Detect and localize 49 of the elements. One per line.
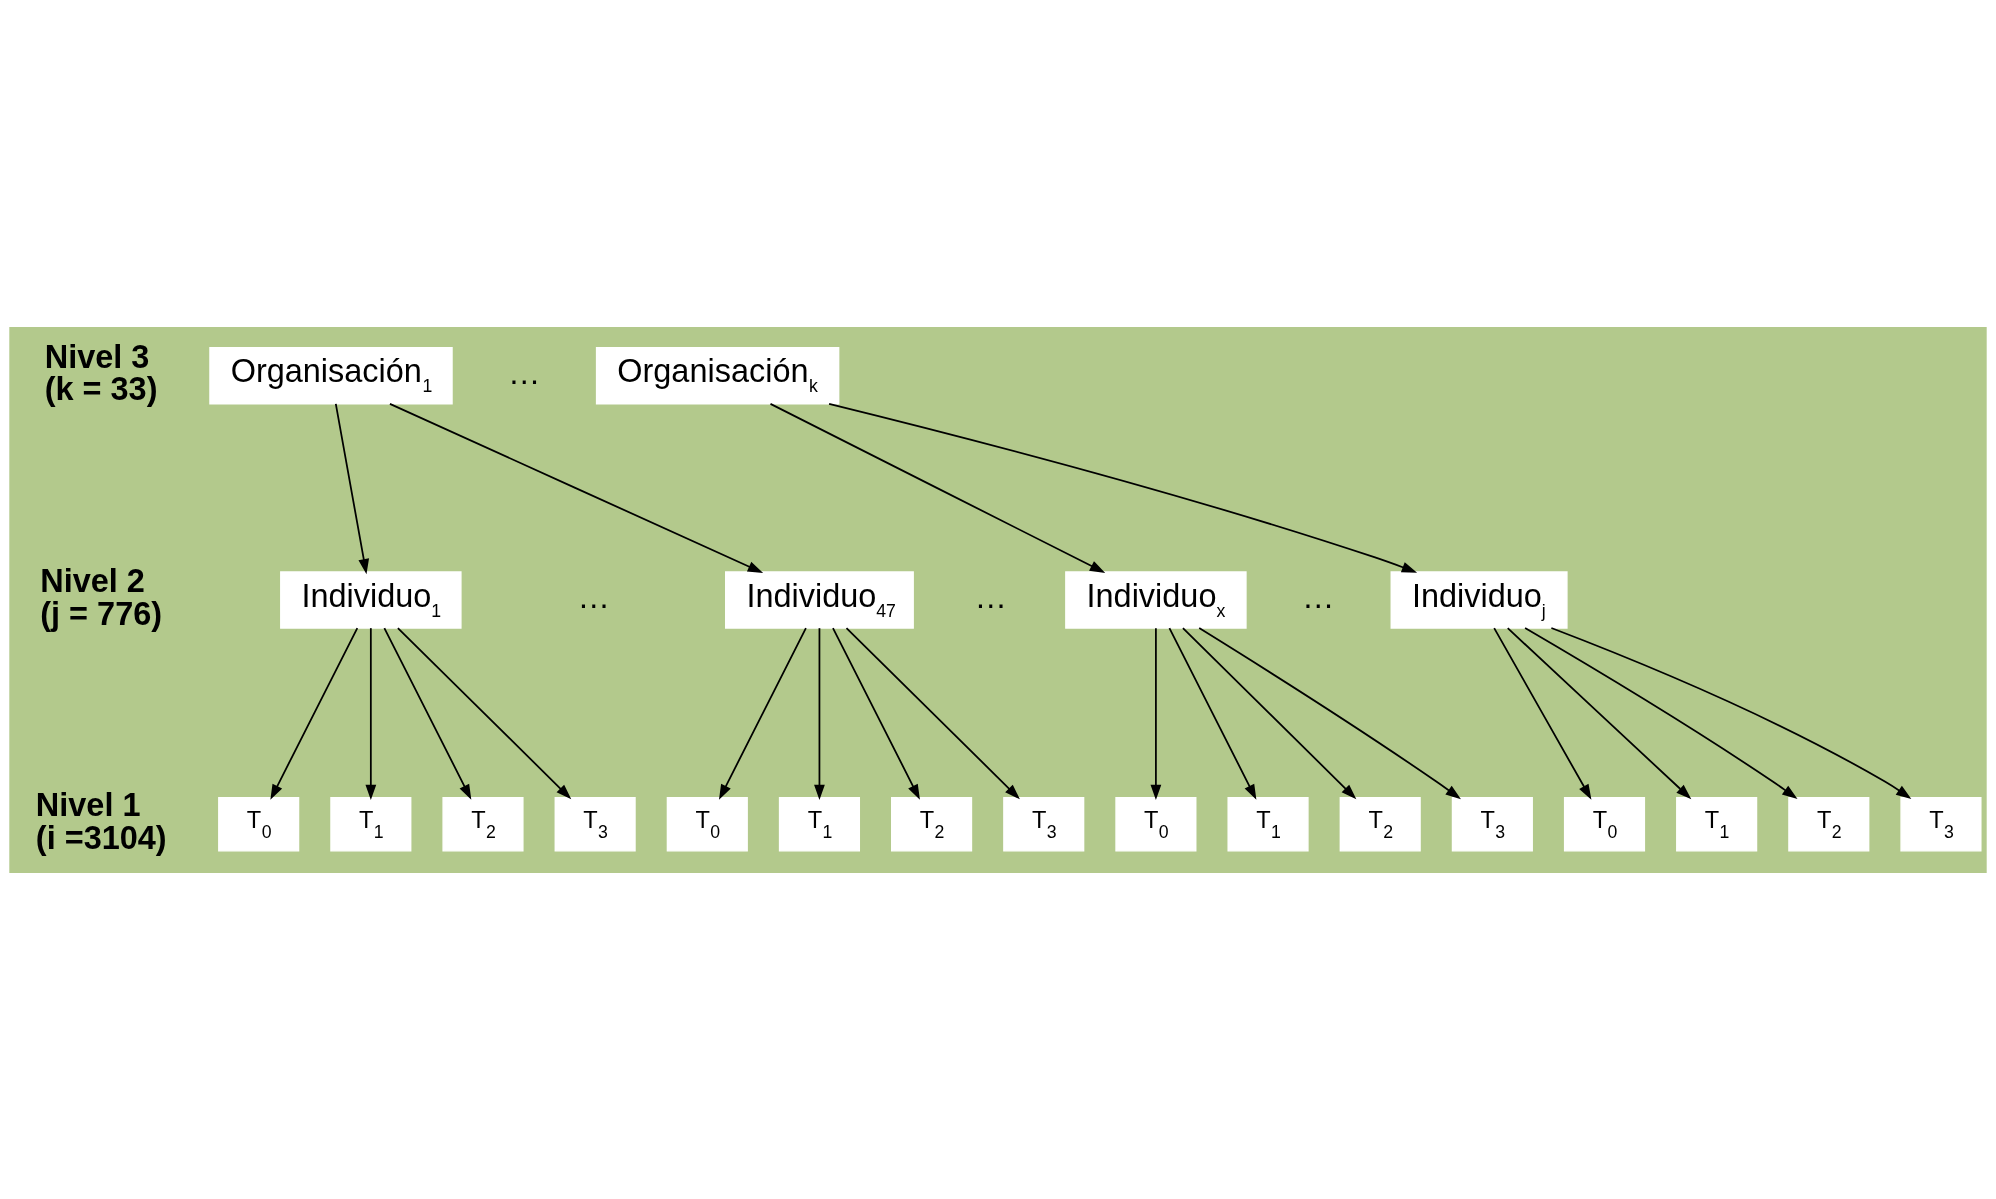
- arrow: [1198, 626, 1461, 799]
- arrow: [832, 626, 920, 800]
- arrow: [718, 626, 807, 800]
- arrow: [397, 626, 572, 799]
- node-box: Individuo$_{47}$: [725, 570, 914, 629]
- node-box: Individuo$_{j}$: [1390, 570, 1568, 629]
- node-box: Organisación$_{k}$: [595, 346, 840, 404]
- label: …: [577, 578, 610, 615]
- label: …: [1301, 578, 1335, 615]
- arrow: [365, 626, 377, 800]
- node-box: Organisación$_{1}$: [209, 346, 453, 404]
- label: Nivel 3 (k = 33): [44, 338, 158, 407]
- node-box: T$_{2}$: [1339, 796, 1421, 852]
- arrow: [389, 402, 764, 573]
- node-box: T$_{2}$: [891, 796, 973, 852]
- label: Nivel 1 (i =3104): [35, 786, 167, 856]
- arrow: [1493, 626, 1592, 800]
- arrow: [1168, 626, 1257, 800]
- arrow: [1182, 626, 1357, 799]
- arrow: [1550, 626, 1912, 799]
- node-box: T$_{2}$: [442, 796, 524, 852]
- label: …: [508, 354, 541, 391]
- arrow: [1524, 626, 1798, 799]
- node-box: T$_{3}$: [1451, 796, 1533, 852]
- arrow: [845, 626, 1020, 799]
- node-box: T$_{1}$: [1676, 796, 1758, 852]
- node-box: Individuo$_{x}$: [1065, 570, 1247, 629]
- node-box: T$_{1}$: [1227, 796, 1309, 852]
- arrow: [383, 626, 472, 800]
- node-box: T$_{1}$: [330, 796, 412, 852]
- node-box: T$_{3}$: [1900, 796, 1982, 852]
- node-box: T$_{2}$: [1788, 796, 1870, 852]
- node-box: T$_{0}$: [218, 796, 300, 852]
- arrow: [1150, 626, 1162, 800]
- node-box: T$_{0}$: [1563, 796, 1646, 852]
- arrow: [334, 402, 370, 574]
- node-box: T$_{3}$: [554, 796, 636, 852]
- label: Nivel 2 (j = 776): [40, 562, 163, 631]
- arrow: [814, 626, 825, 800]
- node-box: T$_{0}$: [666, 796, 748, 852]
- node-box: T$_{1}$: [778, 796, 861, 852]
- arrow: [1506, 626, 1692, 799]
- arrow: [769, 402, 1106, 573]
- node-box: Individuo$_{1}$: [280, 570, 462, 629]
- label: …: [974, 578, 1007, 615]
- arrow: [828, 402, 1418, 573]
- node-box: T$_{0}$: [1115, 796, 1197, 852]
- node-box: T$_{3}$: [1003, 796, 1085, 852]
- arrow: [270, 626, 359, 800]
